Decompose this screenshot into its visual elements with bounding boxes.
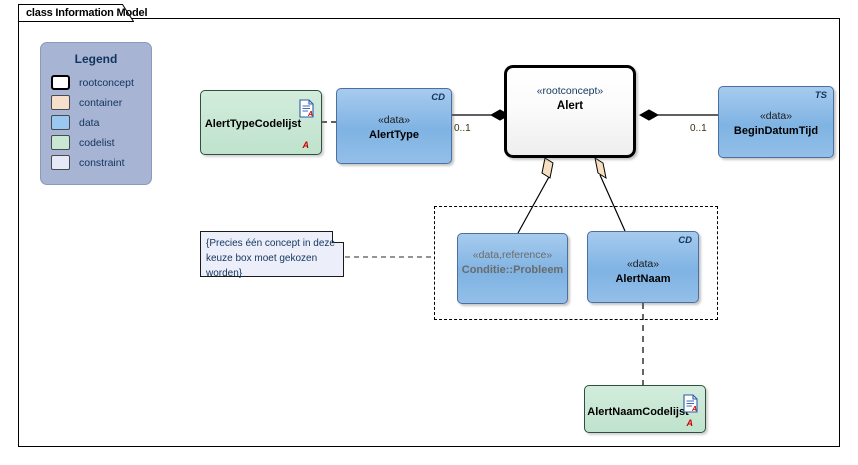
choice-container bbox=[434, 206, 718, 320]
class-conditie-probleem[interactable]: «data,reference» Conditie::Probleem bbox=[457, 233, 568, 304]
diagram-frame bbox=[18, 18, 840, 447]
class-stereotype-alert-type: «data» bbox=[377, 114, 411, 126]
legend-swatch-container bbox=[51, 95, 70, 110]
class-stereotype-conditie-probleem: «data,reference» bbox=[472, 249, 553, 261]
legend-label-rootconcept: rootconcept bbox=[79, 76, 134, 89]
class-alert-naam[interactable]: CD «data» AlertNaam bbox=[587, 231, 699, 303]
frame-tab-shape bbox=[18, 4, 134, 22]
class-stereotype-begin-datum-tijd: «data» bbox=[759, 110, 793, 122]
legend-title: Legend bbox=[74, 52, 118, 66]
legend-item-rootconcept: rootconcept bbox=[51, 73, 151, 92]
constraint-note[interactable]: {Precies één concept in deze keuze box m… bbox=[200, 231, 344, 279]
legend-item-list: rootconcept container data codelist cons… bbox=[41, 73, 151, 172]
svg-text:A: A bbox=[307, 111, 313, 118]
class-begin-datum-tijd[interactable]: TS «data» BeginDatumTijd bbox=[718, 86, 834, 158]
class-name-alert-naam-codelijst: AlertNaamCodelijst bbox=[587, 406, 689, 418]
legend-panel: Legend rootconcept container data codeli… bbox=[40, 42, 152, 185]
class-tag-begin-datum-tijd: TS bbox=[814, 90, 827, 101]
note-text: {Precies één concept in deze keuze box m… bbox=[206, 238, 335, 279]
class-name-alert-type: AlertType bbox=[369, 129, 419, 141]
note-body bbox=[200, 231, 344, 277]
legend-item-codelist: codelist bbox=[51, 133, 151, 152]
document-icon: A bbox=[683, 394, 698, 413]
class-name-alert: Alert bbox=[556, 100, 584, 112]
codelist-marker-a: A bbox=[686, 418, 694, 428]
note-fold-corner bbox=[332, 231, 344, 243]
class-tag-alert-type: CD bbox=[431, 92, 445, 103]
svg-text:A: A bbox=[691, 406, 697, 413]
diagram-title: class Information Model bbox=[26, 7, 148, 19]
class-name-alert-type-codelijst: AlertTypeCodelijst bbox=[204, 118, 302, 130]
class-stereotype-alert-naam: «data» bbox=[626, 258, 660, 270]
legend-item-data: data bbox=[51, 113, 151, 132]
legend-label-codelist: codelist bbox=[79, 136, 115, 149]
legend-label-constraint: constraint bbox=[79, 156, 125, 169]
legend-swatch-codelist bbox=[51, 135, 70, 150]
legend-swatch-rootconcept bbox=[51, 75, 70, 90]
codelist-marker-a: A bbox=[302, 140, 310, 150]
class-alert-type[interactable]: CD «data» AlertType bbox=[336, 88, 452, 164]
class-alert[interactable]: «rootconcept» Alert bbox=[504, 65, 636, 158]
legend-label-container: container bbox=[79, 96, 123, 109]
class-alert-naam-codelijst[interactable]: AlertNaamCodelijst A A bbox=[584, 385, 706, 433]
multiplicity-alerttype: 0..1 bbox=[454, 123, 471, 134]
multiplicity-begindatumtijd: 0..1 bbox=[690, 123, 707, 134]
class-name-alert-naam: AlertNaam bbox=[615, 273, 671, 285]
legend-item-container: container bbox=[51, 93, 151, 112]
class-name-begin-datum-tijd: BeginDatumTijd bbox=[733, 125, 819, 137]
class-tag-alert-naam: CD bbox=[678, 235, 692, 246]
legend-swatch-data bbox=[51, 115, 70, 130]
document-icon: A bbox=[299, 99, 314, 118]
class-name-conditie-probleem: Conditie::Probleem bbox=[461, 264, 564, 276]
legend-swatch-constraint bbox=[51, 155, 70, 170]
class-stereotype-alert: «rootconcept» bbox=[536, 85, 604, 97]
class-alert-type-codelijst[interactable]: AlertTypeCodelijst A A bbox=[200, 90, 322, 155]
legend-label-data: data bbox=[79, 116, 100, 129]
legend-item-constraint: constraint bbox=[51, 153, 151, 172]
